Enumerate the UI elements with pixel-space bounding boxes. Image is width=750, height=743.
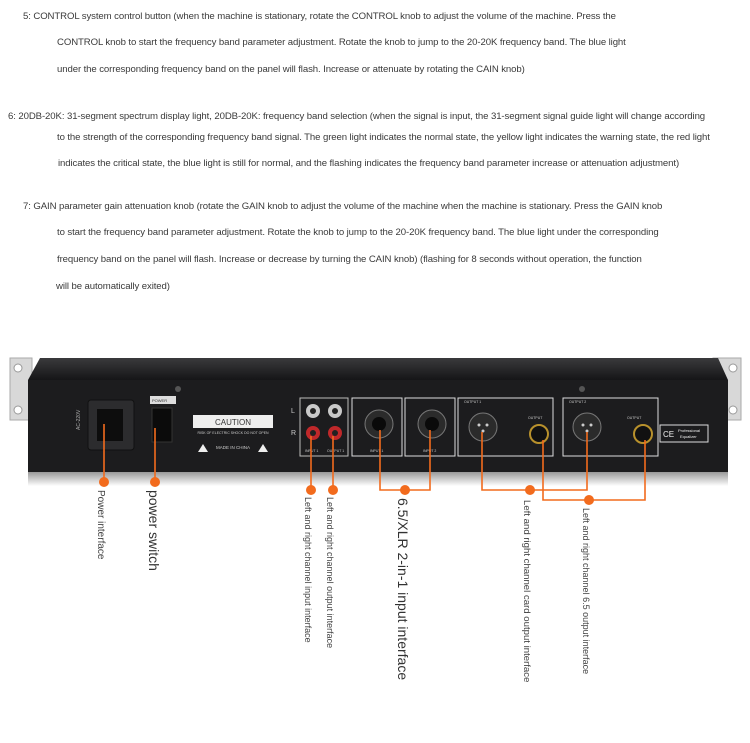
label-xlr-input: 6.5/XLR 2-in-1 input interface <box>395 498 411 681</box>
svg-text:Professional: Professional <box>678 428 700 433</box>
power-switch <box>151 407 173 443</box>
xlr-input-1-frame <box>351 397 403 457</box>
note-line: 6: 20DB-20K: 31-segment spectrum display… <box>8 111 706 122</box>
power-label: POWER <box>152 398 167 403</box>
svg-text:OUTPUT: OUTPUT <box>528 416 543 420</box>
note-line: 7: GAIN parameter gain attenuation knob … <box>23 201 663 212</box>
note-line: indicates the critical state, the blue l… <box>58 158 680 169</box>
label-power-interface: Power interface <box>95 490 106 560</box>
label-rca-input: Left and right channel input interface <box>303 497 313 643</box>
ac-label: AC-220V <box>76 409 82 430</box>
svg-text:L: L <box>291 408 295 415</box>
callout-dots <box>99 477 594 505</box>
note-line: under the corresponding frequency band o… <box>57 64 525 75</box>
ce-badge <box>659 424 709 443</box>
note-line: frequency band on the panel will flash. … <box>57 254 642 265</box>
svg-text:INPUT 1: INPUT 1 <box>370 449 383 453</box>
svg-text:RISK OF ELECTRIC SHOCK DO NOT: RISK OF ELECTRIC SHOCK DO NOT OPEN <box>197 431 269 435</box>
label-power-switch: power switch <box>146 490 162 571</box>
rca-group <box>299 397 349 457</box>
jack-output-1 <box>529 424 549 444</box>
output-2-frame <box>562 397 659 457</box>
note-line: CONTROL knob to start the frequency band… <box>57 37 626 48</box>
svg-text:OUTPUT 2: OUTPUT 2 <box>569 400 586 404</box>
svg-text:CAUTION: CAUTION <box>215 418 251 427</box>
svg-text:R: R <box>291 430 296 437</box>
svg-text:CE: CE <box>663 430 674 439</box>
note-line: 5: CONTROL system control button (when t… <box>23 11 616 22</box>
svg-text:MADE IN CHINA: MADE IN CHINA <box>216 445 250 450</box>
note-line: to start the frequency band parameter ad… <box>57 227 659 238</box>
note-line: to the strength of the corresponding fre… <box>57 132 710 143</box>
xlr-output-1 <box>468 412 498 442</box>
label-card-output: Left and right channel card output inter… <box>521 500 532 683</box>
caution-label <box>193 415 273 428</box>
svg-text:OUTPUT 1: OUTPUT 1 <box>327 449 344 453</box>
label-jack-output: Left and right channel 6.5 output interf… <box>581 508 591 675</box>
svg-text:OUTPUT 1: OUTPUT 1 <box>464 400 481 404</box>
note-line: will be automatically exited) <box>56 281 170 292</box>
svg-text:Equalizer: Equalizer <box>680 434 697 439</box>
label-rca-output: Left and right channel output interface <box>325 497 335 649</box>
jack-output-2 <box>633 424 653 444</box>
output-1-frame <box>457 397 554 457</box>
svg-text:OUTPUT: OUTPUT <box>627 416 642 420</box>
